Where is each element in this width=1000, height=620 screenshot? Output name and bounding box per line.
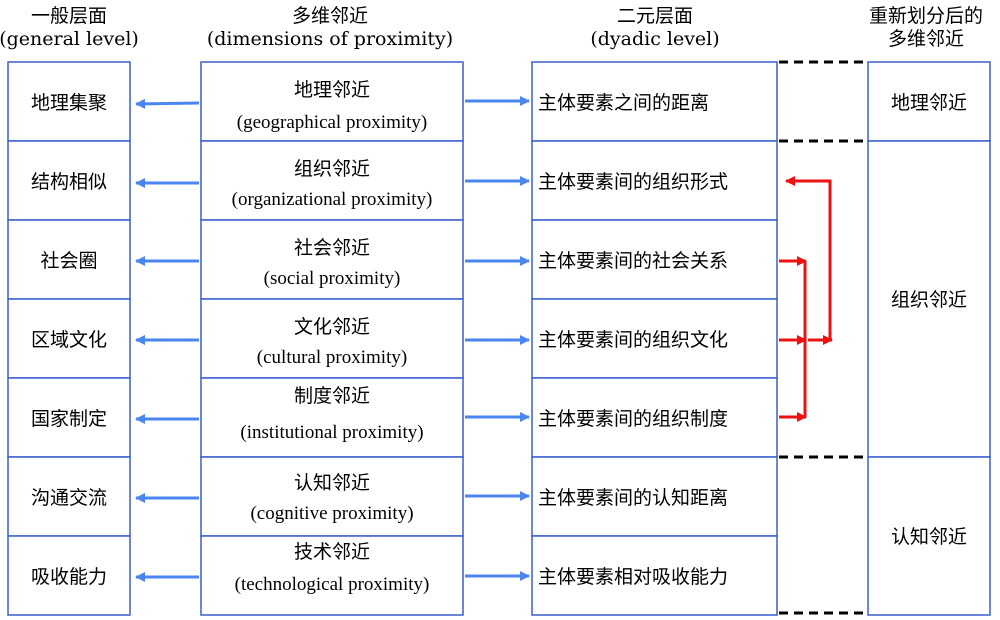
dyadic-label: 主体要素相对吸收能力 <box>538 566 728 588</box>
dimension-label-en: (institutional proximity) <box>240 422 423 443</box>
dimension-box <box>200 61 464 142</box>
dyadic-label: 主体要素间的组织文化 <box>538 329 728 351</box>
dyadic-box <box>531 535 778 616</box>
dimension-label-en: (social proximity) <box>264 268 401 289</box>
dimension-label-en: (cognitive proximity) <box>250 503 413 524</box>
dimension-box <box>200 219 464 300</box>
general-column: 地理集聚 结构相似 社会圈 区域文化 国家制定 沟通交流 吸收能力 <box>7 61 131 616</box>
dyadic-label: 主体要素间的组织制度 <box>538 408 728 430</box>
dimension-box <box>200 456 464 537</box>
general-label: 社会圈 <box>40 250 97 272</box>
dimension-box <box>200 377 464 458</box>
dyadic-box <box>531 61 778 142</box>
header-regrouped-line2: 多维邻近 <box>888 28 964 50</box>
dyadic-box <box>531 140 778 221</box>
regroup-arrows <box>779 176 833 422</box>
dimension-label-en: (organizational proximity) <box>232 189 433 210</box>
general-label: 结构相似 <box>31 171 107 193</box>
regrouped-box-cognitive <box>867 456 991 616</box>
general-box <box>7 219 131 300</box>
header-regrouped-line1: 重新划分后的 <box>869 5 983 27</box>
arrows-to-dyadic <box>465 96 530 581</box>
general-label: 地理集聚 <box>31 92 107 114</box>
dyadic-box <box>531 219 778 300</box>
arrows-to-general <box>135 98 200 582</box>
dimension-box <box>200 298 464 379</box>
regrouped-column: 地理邻近 组织邻近 认知邻近 <box>867 61 991 616</box>
regrouped-label-geographic: 地理邻近 <box>891 92 967 114</box>
regrouped-box-geographic <box>867 61 991 142</box>
arrow-left <box>135 98 200 109</box>
regrouped-label-organizational: 组织邻近 <box>891 289 967 311</box>
dyadic-label: 主体要素间的认知距离 <box>538 487 728 509</box>
group-boundaries <box>779 60 866 615</box>
dimension-label-cn: 文化邻近 <box>294 316 370 338</box>
general-box <box>7 456 131 537</box>
dimension-label-cn: 制度邻近 <box>294 385 370 407</box>
general-label: 沟通交流 <box>31 487 107 509</box>
general-box <box>7 535 131 616</box>
header-general-cn: 一般层面 <box>31 5 107 27</box>
dimension-label-cn: 社会邻近 <box>294 237 370 259</box>
general-box <box>7 140 131 221</box>
dyadic-label: 主体要素间的社会关系 <box>538 250 728 272</box>
header-dyadic-cn: 二元层面 <box>617 5 693 27</box>
dimension-label-cn: 地理邻近 <box>294 79 370 101</box>
header-dyadic-en: (dyadic level) <box>590 28 719 50</box>
general-box <box>7 298 131 379</box>
dimension-label-en: (cultural proximity) <box>257 347 407 368</box>
dyadic-box <box>531 377 778 458</box>
dyadic-label: 主体要素之间的距离 <box>538 92 709 114</box>
regrouped-box-organizational <box>867 140 991 458</box>
general-label: 国家制定 <box>31 408 107 430</box>
general-label: 吸收能力 <box>31 566 107 588</box>
header-dimensions-cn: 多维邻近 <box>292 5 368 27</box>
general-box <box>7 61 131 142</box>
regrouped-label-cognitive: 认知邻近 <box>891 526 967 548</box>
dyadic-box <box>531 456 778 537</box>
general-label: 区域文化 <box>31 329 107 351</box>
dimension-label-cn: 组织邻近 <box>294 158 370 180</box>
dimension-label-cn: 认知邻近 <box>294 472 370 494</box>
dimension-label-cn: 技术邻近 <box>294 541 370 563</box>
dimension-label-en: (technological proximity) <box>235 574 430 595</box>
header-dimensions-en: (dimensions of proximity) <box>207 28 453 50</box>
dimension-box <box>200 535 464 616</box>
dyadic-label: 主体要素间的组织形式 <box>538 171 728 193</box>
dyadic-box <box>531 298 778 379</box>
dimension-label-en: (geographical proximity) <box>237 112 427 133</box>
dyadic-column: 主体要素之间的距离 主体要素间的组织形式 主体要素间的社会关系 主体要素间的组织… <box>531 61 778 616</box>
header-general-en: (general level) <box>0 28 139 50</box>
dimensions-column: 地理邻近 (geographical proximity) 组织邻近 (orga… <box>200 61 464 616</box>
